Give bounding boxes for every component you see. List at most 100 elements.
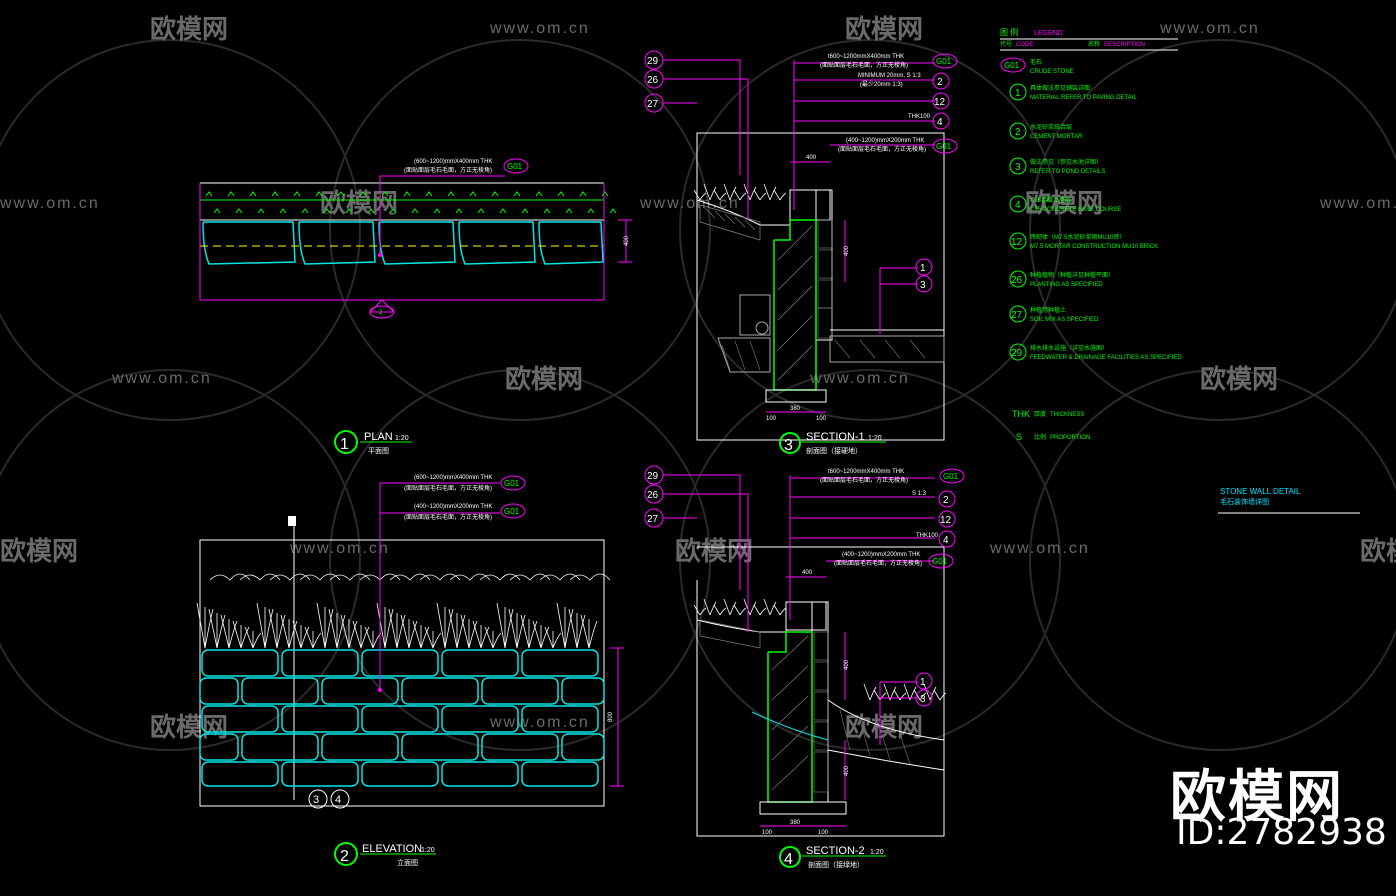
svg-text:平面图: 平面图	[368, 447, 389, 455]
svg-text:PLAN: PLAN	[364, 431, 393, 443]
stone-block	[441, 649, 519, 677]
s1-note4: (400~1200)mmX200mm THK	[846, 138, 924, 144]
svg-text:12: 12	[934, 97, 946, 108]
stone-block	[361, 705, 439, 733]
svg-text:4: 4	[335, 794, 341, 806]
watermark-brand: 欧模网	[1025, 188, 1103, 218]
svg-text:4: 4	[943, 535, 949, 546]
svg-text:3: 3	[313, 794, 319, 806]
stone-block	[481, 677, 559, 705]
watermark-site: www.om.cn	[809, 370, 910, 387]
svg-text:1: 1	[340, 436, 349, 453]
svg-text:立面图: 立面图	[397, 858, 418, 867]
legend-prop-code: S	[1016, 432, 1022, 442]
svg-text:2: 2	[1015, 127, 1021, 138]
watermark-brand: 欧模网	[1200, 364, 1278, 394]
s1-note1-cn: (面贴面层毛石毛面，方正无棱角)	[820, 61, 908, 69]
svg-text:1: 1	[920, 677, 926, 688]
stone-block	[199, 677, 239, 705]
s1-note3: THK100	[908, 114, 931, 120]
watermark-site: www.om.cn	[1159, 20, 1260, 37]
legend-col2-cn: 名称	[1088, 40, 1100, 48]
s2-dim-side: 400	[844, 765, 850, 776]
svg-text:剖面图（接硬地）: 剖面图（接硬地）	[806, 446, 862, 455]
svg-text:1:20: 1:20	[870, 849, 884, 856]
stone-block	[481, 733, 559, 761]
stone-block	[241, 733, 319, 761]
section-2-view: 100 380 100 400 400 400 29 26 27 G01	[644, 465, 965, 869]
stone-block	[458, 221, 536, 265]
watermark-brand: 欧模网	[845, 14, 923, 44]
watermark-site: www.om.cn	[111, 370, 212, 387]
svg-text:G01: G01	[504, 479, 520, 488]
legend-thk-cn: 厚度	[1034, 410, 1046, 418]
svg-text:2: 2	[943, 495, 949, 506]
elev-note1-cn: (面贴面层毛石毛面，方正无棱角)	[404, 484, 492, 492]
legend-prop-en: PROPORTION	[1050, 435, 1090, 441]
plan-note-cn: (面贴面层毛石毛面，方正无棱角)	[404, 166, 492, 174]
watermark-site: www.om.cn	[489, 714, 590, 731]
stone-block	[201, 649, 279, 677]
legend-prop-cn: 比例	[1034, 433, 1046, 441]
s2-dim: 400	[802, 570, 813, 576]
svg-text:29: 29	[647, 56, 659, 67]
section2-title: 4 SECTION-2 1:20 剖面图（接绿地）	[779, 845, 886, 869]
plan-dim-400: 400	[624, 235, 630, 246]
svg-text:1: 1	[1015, 88, 1021, 99]
watermark-brand: 欧模网	[150, 14, 228, 44]
stone-block	[281, 705, 359, 733]
svg-text:FEEDWATER & DRAINAGE FACILITIE: FEEDWATER & DRAINAGE FACILITIES AS SPECI…	[1030, 355, 1182, 361]
stone-block	[361, 761, 439, 787]
svg-text:2: 2	[379, 310, 383, 316]
s2-dim: 100	[762, 830, 773, 836]
svg-text:1: 1	[920, 263, 926, 274]
svg-text:G01: G01	[504, 507, 520, 516]
stone-block	[401, 733, 479, 761]
svg-text:G01: G01	[1004, 61, 1020, 70]
s2-note1-cn: (面贴面层毛石毛面，方正无棱角)	[820, 476, 908, 484]
svg-text:2: 2	[937, 77, 943, 88]
watermark-site: www.om.cn	[489, 20, 590, 37]
svg-text:剖面图（接绿地）: 剖面图（接绿地）	[808, 860, 864, 869]
legend-thk-code: THK	[1012, 409, 1030, 419]
svg-text:G01: G01	[936, 57, 952, 66]
svg-text:3: 3	[920, 280, 926, 291]
svg-text:水泥砂浆结合层: 水泥砂浆结合层	[1030, 123, 1072, 131]
svg-text:G01: G01	[507, 162, 523, 171]
svg-text:做法参见（参见水池详图）: 做法参见（参见水池详图）	[1030, 158, 1102, 166]
section-marker: 2	[368, 299, 396, 319]
sheet-title: STONE WALL DETAIL 毛石装饰墙详图	[1218, 487, 1360, 514]
stone-block	[199, 733, 239, 761]
legend-header-cn: 图 例	[1000, 27, 1018, 37]
watermark-id: ID:2782938	[1176, 812, 1387, 853]
elevation-title: 2 ELEVATION 1:20 立面图	[334, 842, 436, 867]
watermark-brand: 欧模网	[150, 712, 228, 742]
watermark-brand: 欧模网	[1360, 536, 1396, 566]
elev-note2: (400~1200)mmX200mm THK	[414, 504, 492, 510]
stone-block	[201, 761, 279, 787]
s1-note2-cn: (最少20mm 1:3)	[860, 81, 903, 88]
svg-text:1:20: 1:20	[421, 847, 435, 854]
elevation-planting	[196, 573, 611, 649]
svg-text:G01: G01	[943, 472, 959, 481]
svg-text:REFER TO POND DETAILS: REFER TO POND DETAILS	[1030, 169, 1105, 175]
s2-note2: S 1:3	[912, 491, 927, 497]
svg-text:G01: G01	[932, 557, 948, 566]
svg-text:具体做法参见铺装详图: 具体做法参见铺装详图	[1030, 84, 1090, 92]
section1-tags: 29 26 27 G01 2 12 4 G01 1 3	[644, 50, 958, 293]
svg-text:C15混凝土垫层: C15混凝土垫层	[1030, 196, 1071, 204]
s2-note4-cn: (面贴面层毛石毛面，方正无棱角)	[834, 559, 922, 567]
legend-col1-en: CODE	[1016, 42, 1033, 48]
legend-col1-cn: 代号	[1000, 40, 1012, 48]
svg-text:MATERIAL REFER TO PAVING DETAI: MATERIAL REFER TO PAVING DETAIL	[1030, 95, 1137, 101]
stone-block	[538, 221, 604, 265]
svg-text:26: 26	[1011, 275, 1023, 286]
watermark-brand-large: 欧模网	[1170, 765, 1344, 830]
s1-dim: 380	[790, 406, 801, 412]
